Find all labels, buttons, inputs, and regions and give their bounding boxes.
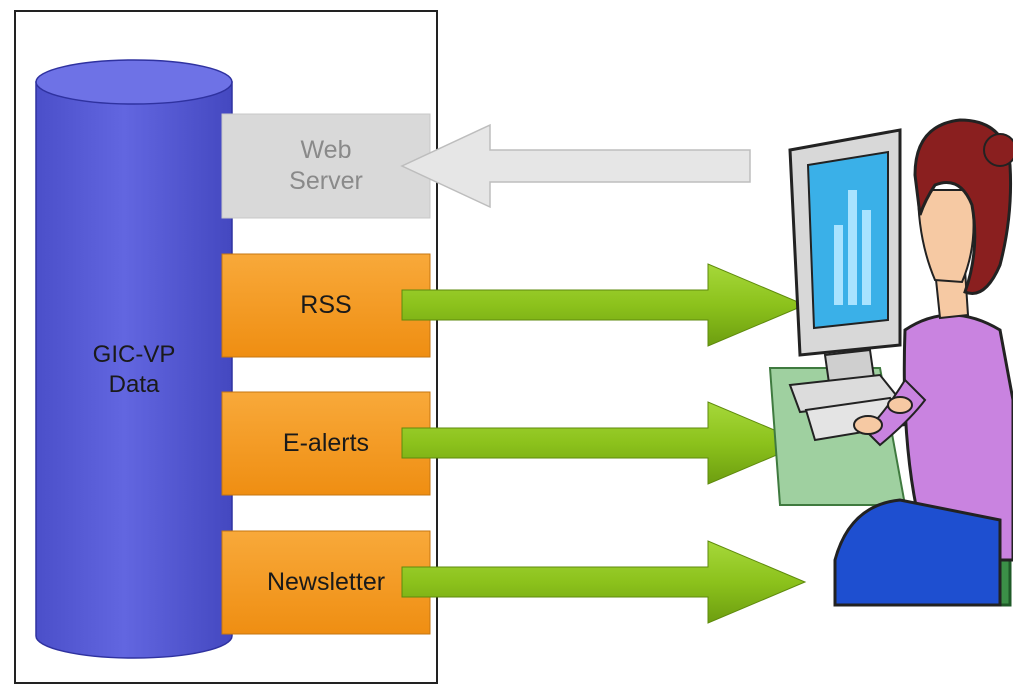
monitor-icon: [788, 128, 902, 414]
newsletter-label: Newsletter: [266, 567, 386, 596]
rss-arrow: [401, 263, 807, 347]
request-arrow: [400, 123, 751, 209]
web-server-label-line1: Web: [300, 135, 352, 164]
newsletter-box: [221, 530, 431, 635]
database-label-line1: GIC-VP: [92, 341, 176, 368]
e-alerts-arrow: [401, 401, 807, 485]
database-cylinder: [35, 59, 233, 659]
rss-label: RSS: [300, 290, 352, 319]
user-at-computer-illustration: [768, 118, 1013, 607]
rss-box: [221, 253, 431, 358]
web-server-label: Web Server: [222, 114, 430, 218]
database-label-line2: Data: [108, 371, 160, 398]
e-alerts-box: [221, 391, 431, 496]
web-server-label-line2: Server: [289, 167, 363, 195]
web-server-box: [221, 113, 431, 219]
database-label: GIC-VP Data: [36, 325, 232, 415]
newsletter-arrow: [401, 540, 807, 624]
hair-shape: [913, 118, 1013, 295]
e-alerts-label: E-alerts: [282, 428, 370, 457]
